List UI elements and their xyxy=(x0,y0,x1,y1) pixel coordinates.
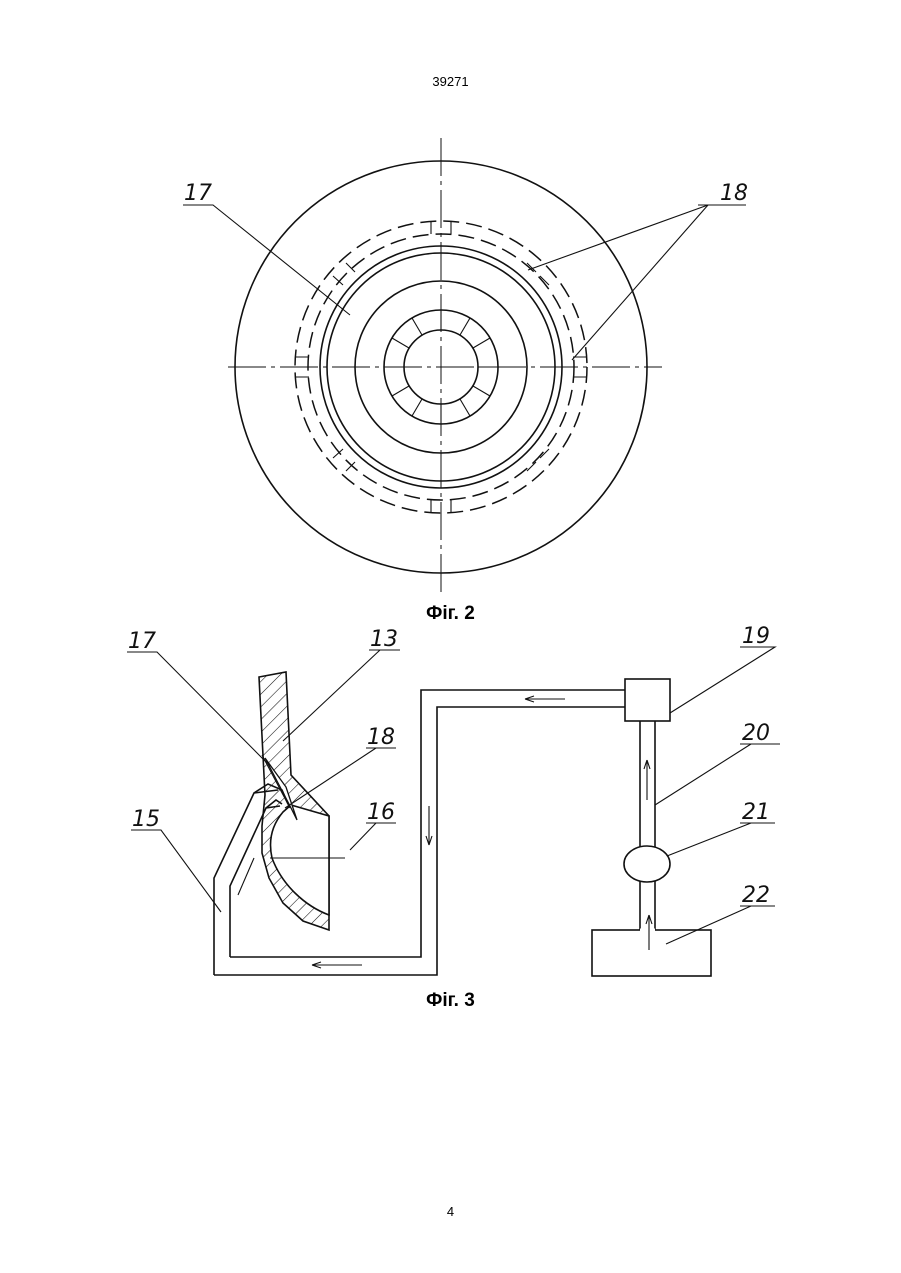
component-21-pump xyxy=(624,846,670,882)
figure-3-drawing: 17 13 18 16 15 19 20 21 22 xyxy=(127,624,780,976)
component-22-tank xyxy=(592,930,711,976)
fig3-label-20: 20 xyxy=(742,721,770,746)
fig3-label-15: 15 xyxy=(132,807,160,832)
fig3-label-22: 22 xyxy=(742,883,770,908)
fig2-label-17: 17 xyxy=(184,181,212,206)
fig3-label-16: 16 xyxy=(367,800,395,825)
fig3-label-17: 17 xyxy=(128,629,156,654)
fig3-label-21: 21 xyxy=(742,800,770,825)
fig3-leaders xyxy=(127,647,780,944)
fig3-label-13: 13 xyxy=(370,627,398,652)
figure-3-caption: Фіг. 3 xyxy=(0,990,901,1012)
page-number: 4 xyxy=(0,1204,901,1219)
fig2-label-18: 18 xyxy=(720,181,748,206)
fig3-label-18: 18 xyxy=(367,725,395,750)
figure-2-caption: Фіг. 2 xyxy=(0,603,901,625)
component-19 xyxy=(625,679,670,721)
figure-2-drawing: 17 18 xyxy=(183,138,748,595)
fig2-leaders xyxy=(183,205,746,360)
fig3-label-19: 19 xyxy=(742,624,770,649)
